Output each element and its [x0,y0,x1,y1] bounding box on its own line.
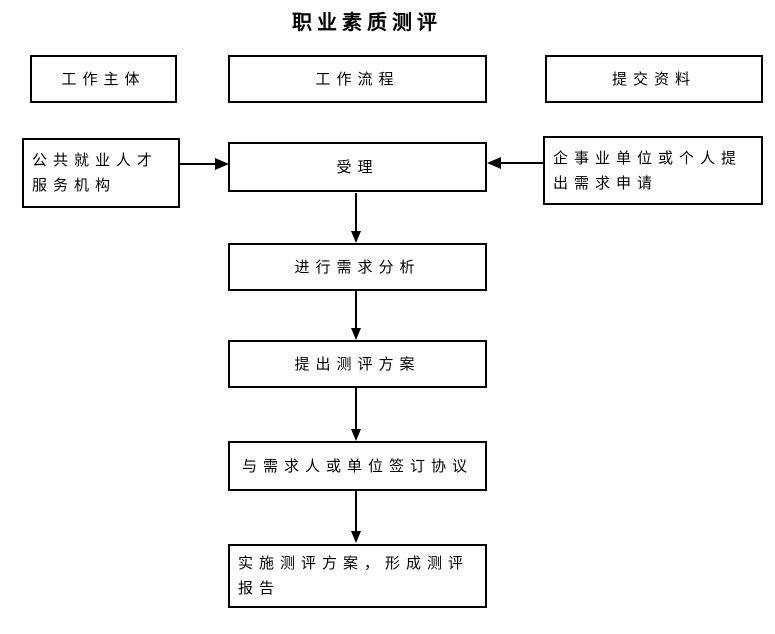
node-label-implement-report: 实施测评方案，形成测评报告 [238,554,470,597]
node-label-accept: 受理 [336,157,379,176]
header-box-work-subject: 工作主体 [30,55,177,103]
node-label-demand-analysis: 进行需求分析 [294,257,421,276]
arrow-propose-to-sign [351,388,361,441]
header-label-work-process: 工作流程 [315,69,400,88]
node-accept: 受理 [228,142,487,192]
arrow-request-to-accept [487,157,543,169]
node-demand-analysis: 进行需求分析 [228,243,487,291]
node-label-propose-plan: 提出测评方案 [294,354,421,373]
arrow-analysis-to-propose [351,291,361,340]
node-implement-report: 实施测评方案，形成测评报告 [228,544,487,608]
header-label-submit-materials: 提交资料 [611,69,696,88]
node-propose-plan: 提出测评方案 [228,340,487,388]
arrow-sign-to-implement [351,491,361,543]
header-box-submit-materials: 提交资料 [545,55,763,103]
node-sign-agreement: 与需求人或单位签订协议 [228,441,487,491]
diagram-title: 职业素质测评 [292,10,442,34]
node-label-sign-agreement: 与需求人或单位签订协议 [241,456,473,475]
arrow-accept-to-analysis [351,193,361,243]
node-public-employment-service: 公共就业人才服务机构 [22,138,180,208]
node-label-public-employment-service: 公共就业人才服务机构 [32,151,159,194]
arrow-subject-to-accept [180,158,229,170]
header-box-work-process: 工作流程 [228,55,487,103]
node-demand-request: 企事业单位或个人提出需求申请 [543,136,763,205]
node-label-demand-request: 企事业单位或个人提出需求申请 [553,148,743,192]
header-label-work-subject: 工作主体 [61,69,146,88]
